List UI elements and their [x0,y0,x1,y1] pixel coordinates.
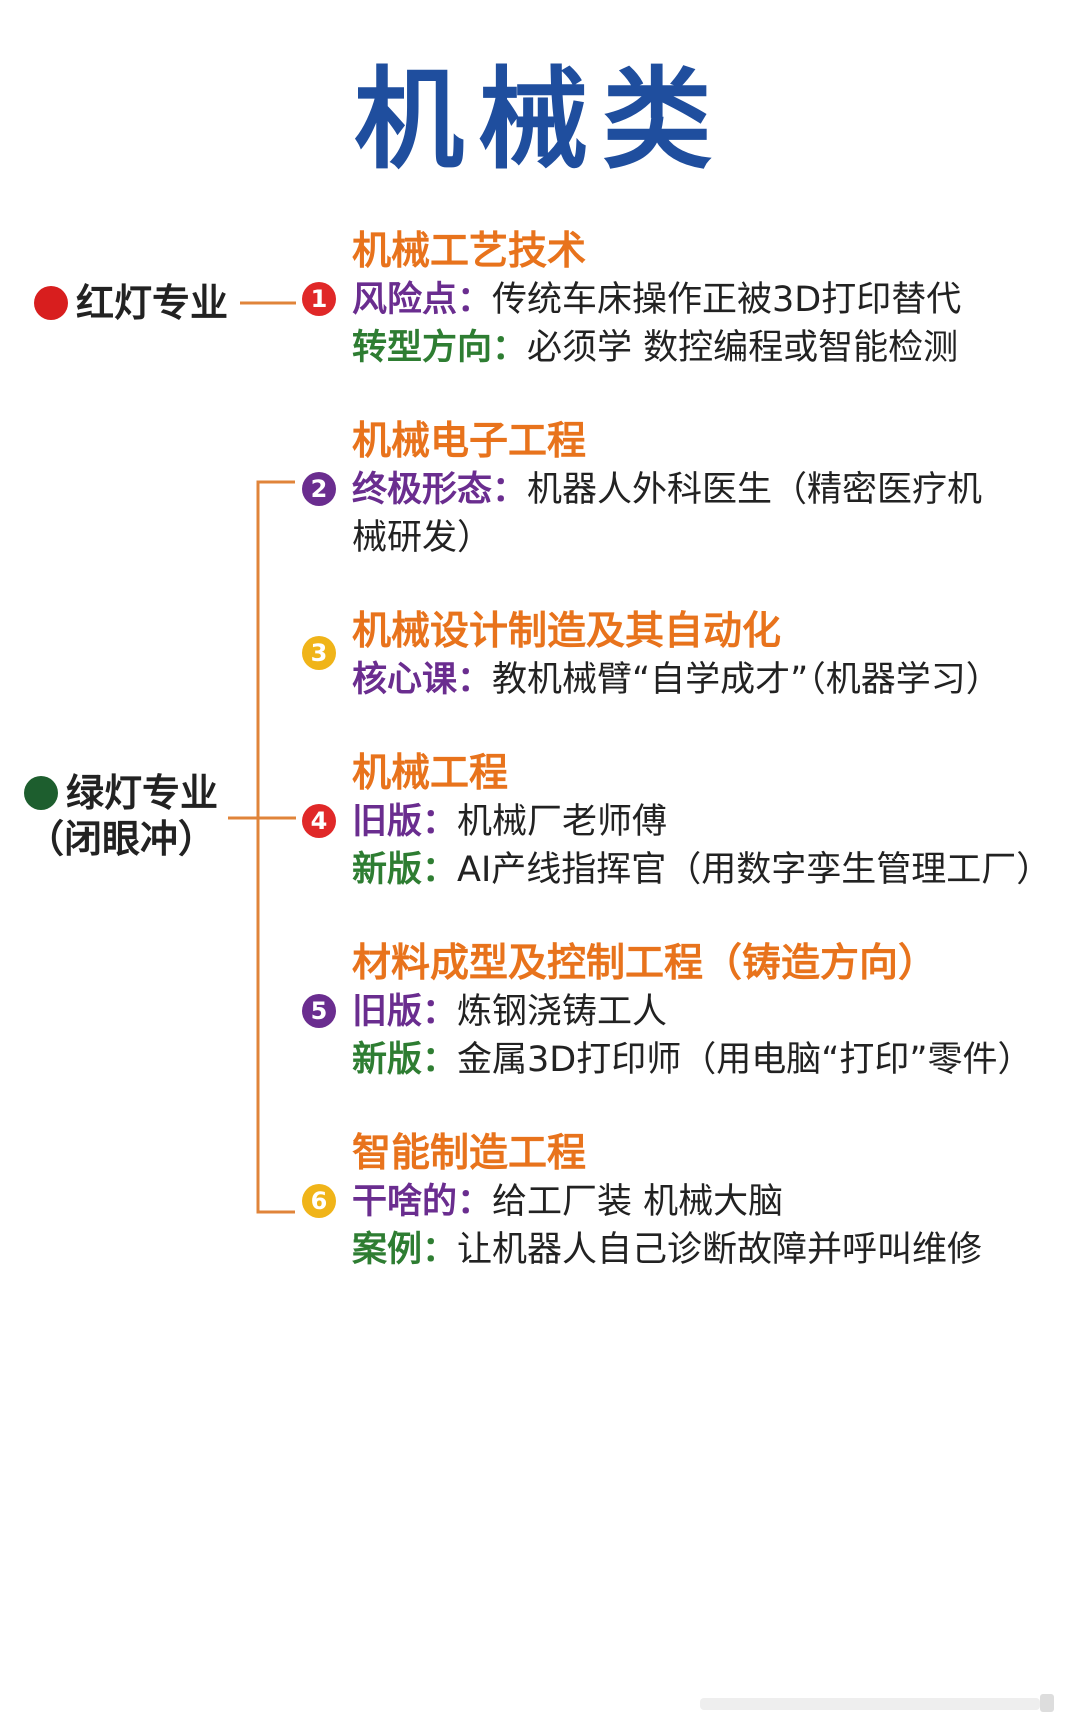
number-6-badge-icon: 6 [302,1184,336,1218]
number-2-badge-icon: 2 [302,472,336,506]
red-group-label: 红灯专业 [34,280,228,326]
row-value: 给工厂装 机械大脑 [492,1182,784,1222]
item-title: 机械设计制造及其自动化 [352,609,782,654]
item-row: 2 终极形态：机器人外科医生（精密医疗机械研发） [302,466,992,562]
item-row: 3 核心课：教机械臂“自学成才”（机器学习） [302,636,1052,704]
watermark-strip [700,1694,1054,1712]
watermark-bar-accent [1040,1694,1054,1712]
row-key: 新版： [352,850,458,890]
green-dot-icon [24,776,58,810]
item-6: 智能制造工程 6 干啥的：给工厂装 机械大脑 案例：让机器人自己诊断故障并呼叫维… [302,1130,1052,1274]
number-5-badge-icon: 5 [302,994,336,1028]
item-row: 4 旧版：机械厂老师傅 [302,798,1052,846]
row-key: 新版： [352,1040,458,1080]
item-4: 机械工程 4 旧版：机械厂老师傅 新版：AI产线指挥官（用数字孪生管理工厂） [302,750,1052,894]
item-2: 机械电子工程 2 终极形态：机器人外科医生（精密医疗机械研发） [302,418,1052,562]
row-key: 风险点： [352,280,493,320]
item-title: 机械工艺技术 [352,229,587,274]
row-value: 让机器人自己诊断故障并呼叫维修 [457,1230,983,1270]
green-group-label: 绿灯专业 （闭眼冲） [24,770,218,862]
item-row: 新版：AI产线指挥官（用数字孪生管理工厂） [352,846,1052,894]
item-row: 新版：金属3D打印师（用电脑“打印”零件） [352,1036,1052,1084]
item-row: 转型方向：必须学 数控编程或智能检测 [352,324,1052,372]
green-group-subtext: （闭眼冲） [26,817,217,861]
row-value: 机器人外科医生（精密医疗机械研发） [352,470,983,558]
row-value: 传统车床操作正被3D打印替代 [492,280,962,320]
item-title: 材料成型及控制工程（铸造方向） [352,941,938,986]
item-row: 5 旧版：炼钢浇铸工人 [302,988,1052,1036]
page-title: 机械类 [354,56,726,184]
row-key: 旧版： [352,992,458,1032]
watermark-bar [700,1698,1040,1710]
row-key: 旧版： [352,802,458,842]
number-3-badge-icon: 3 [302,636,336,670]
green-group-text: 绿灯专业 [66,771,219,815]
red-dot-icon [34,286,68,320]
green-bracket-line [256,480,295,1214]
item-3: 机械设计制造及其自动化 3 核心课：教机械臂“自学成才”（机器学习） [302,608,1052,704]
row-value: 炼钢浇铸工人 [457,992,668,1032]
row-value: AI产线指挥官（用数字孪生管理工厂） [457,850,1052,890]
item-row: 1 风险点：传统车床操作正被3D打印替代 [302,276,1052,324]
number-1-badge-icon: 1 [302,282,336,316]
red-group-text: 红灯专业 [76,281,229,325]
item-row: 6 干啥的：给工厂装 机械大脑 [302,1178,1052,1226]
item-row: 案例：让机器人自己诊断故障并呼叫维修 [352,1226,1052,1274]
row-value: 机械厂老师傅 [457,802,668,842]
row-key: 案例： [352,1230,458,1270]
item-title: 智能制造工程 [352,1131,587,1176]
row-value: 金属3D打印师（用电脑“打印”零件） [457,1040,1033,1080]
item-1: 机械工艺技术 1 风险点：传统车床操作正被3D打印替代 转型方向：必须学 数控编… [302,228,1052,372]
number-4-badge-icon: 4 [302,804,336,838]
item-title: 机械电子工程 [352,419,587,464]
item-title: 机械工程 [352,751,509,796]
row-key: 转型方向： [352,328,528,368]
item-5: 材料成型及控制工程（铸造方向） 5 旧版：炼钢浇铸工人 新版：金属3D打印师（用… [302,940,1052,1084]
row-key: 终极形态： [352,470,528,510]
row-value: 教机械臂“自学成才”（机器学习） [492,660,1001,700]
row-key: 核心课： [352,660,493,700]
row-key: 干啥的： [352,1182,493,1222]
row-value: 必须学 数控编程或智能检测 [527,328,959,368]
